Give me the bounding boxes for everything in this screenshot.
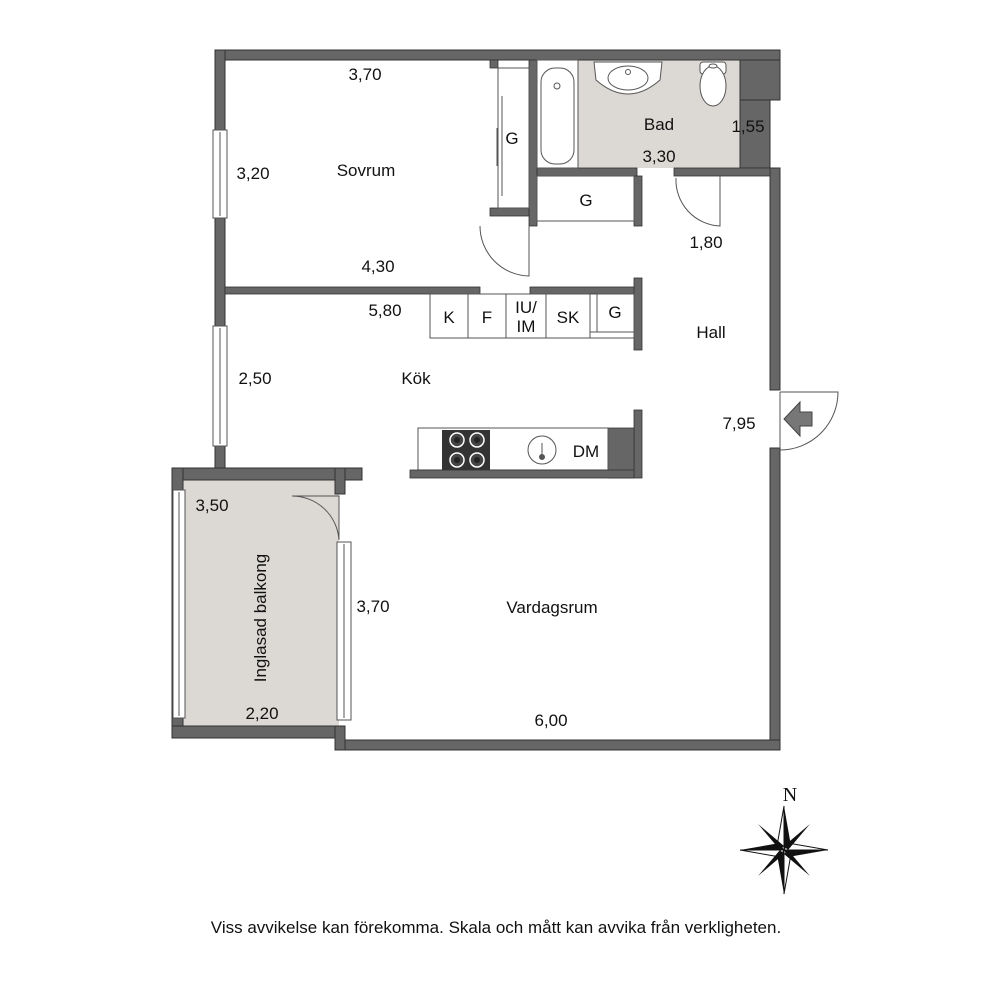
freezer-unit <box>467 293 507 339</box>
wardrobe-label-sovrum: G <box>505 129 518 148</box>
entrance-arrow-icon <box>783 400 813 438</box>
room-name-hall: Hall <box>696 323 725 342</box>
dim-hall-depth: 1,80 <box>689 233 722 252</box>
disclaimer-text: Viss avvikelse kan förekomma. Skala och … <box>210 918 782 937</box>
label-iu-line2: IM <box>517 317 536 336</box>
bathtub <box>536 59 579 169</box>
dim-balkong-depth: 3,50 <box>195 496 228 515</box>
wardrobe-sovrum <box>497 67 530 209</box>
dim-kok-width: 5,80 <box>368 301 401 320</box>
dim-kok-depth: 2,50 <box>238 369 271 388</box>
cabinet-unit <box>545 293 591 339</box>
compass-rose-icon <box>739 805 829 895</box>
room-name-bad: Bad <box>644 115 674 134</box>
door-balkong <box>291 495 340 541</box>
room-name-kok: Kök <box>401 369 431 388</box>
dim-bad-depth: 1,55 <box>731 117 764 136</box>
room-name-balkong: Inglasad balkong <box>251 554 270 683</box>
interior-walls <box>224 59 771 479</box>
wardrobe-hall <box>536 175 635 222</box>
sink-icon <box>527 435 557 465</box>
dim-sovrum-width: 3,70 <box>348 65 381 84</box>
stove-icon <box>442 430 490 470</box>
doors <box>291 176 839 541</box>
washbasin-icon <box>593 61 663 95</box>
kitchen-units <box>429 293 635 339</box>
label-diskmaskin: DM <box>573 442 599 461</box>
label-kyl: K <box>443 308 455 327</box>
dim-sovrum-inner: 4,30 <box>361 257 394 276</box>
door-sovrum <box>479 225 530 277</box>
label-frys: F <box>482 308 492 327</box>
label-iu-line1: IU/ <box>515 298 537 317</box>
dim-bad-width: 3,30 <box>642 147 675 166</box>
dim-balkong-width: 2,20 <box>245 704 278 723</box>
room-name-sovrum: Sovrum <box>337 161 396 180</box>
windows <box>172 129 352 721</box>
dim-vardagsrum-depth: 3,70 <box>356 597 389 616</box>
compass-north-label: N <box>783 784 797 806</box>
washer-unit <box>505 293 547 339</box>
dim-vardagsrum-total: 7,95 <box>722 414 755 433</box>
room-name-vardagsrum: Vardagsrum <box>506 598 597 617</box>
label-garderob-kok: G <box>608 303 621 322</box>
toilet-icon <box>699 61 727 107</box>
dim-sovrum-depth: 3,20 <box>236 164 269 183</box>
kitchen-wardrobe-unit <box>596 293 635 333</box>
kitchen-wardrobe-base <box>589 331 635 339</box>
label-skap: SK <box>557 308 580 327</box>
dim-vardagsrum-width: 6,00 <box>534 711 567 730</box>
wardrobe-label-hall: G <box>579 191 592 210</box>
door-bad <box>675 176 721 227</box>
door-entre <box>779 391 839 451</box>
balcony-floor <box>183 480 339 726</box>
